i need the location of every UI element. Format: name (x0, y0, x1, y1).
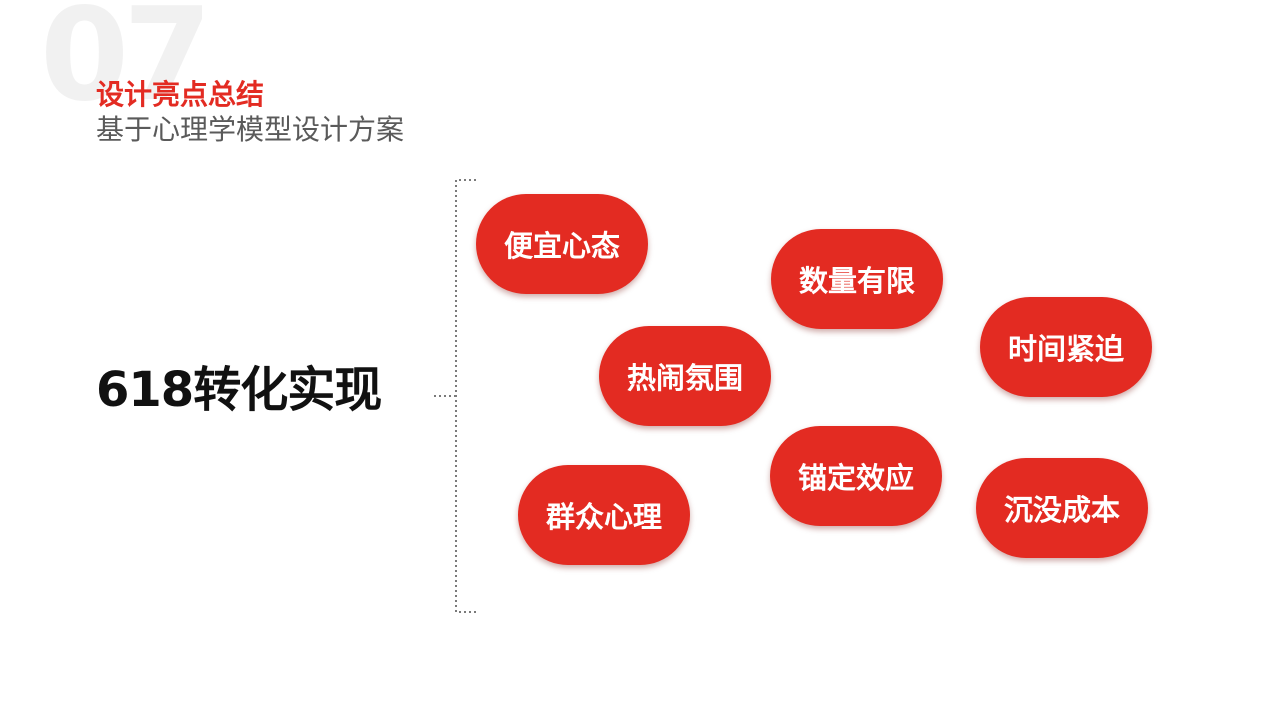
concept-pill-limited-quantity: 数量有限 (771, 229, 943, 329)
concept-pill-herd-mentality: 群众心理 (518, 465, 690, 565)
main-label: 618转化实现 (96, 362, 382, 418)
bracket-connector (432, 179, 476, 613)
section-number-watermark: 07 (40, 0, 212, 130)
concept-pill-lively-atmosphere: 热闹氛围 (599, 326, 771, 426)
slide-subtitle: 基于心理学模型设计方案 (96, 113, 405, 146)
concept-pill-anchoring-effect: 锚定效应 (770, 426, 942, 526)
slide-title: 设计亮点总结 (96, 78, 265, 111)
concept-pill-time-urgency: 时间紧迫 (980, 297, 1152, 397)
concept-pill-cheap-mindset: 便宜心态 (476, 194, 648, 294)
concept-pill-sunk-cost: 沉没成本 (976, 458, 1148, 558)
